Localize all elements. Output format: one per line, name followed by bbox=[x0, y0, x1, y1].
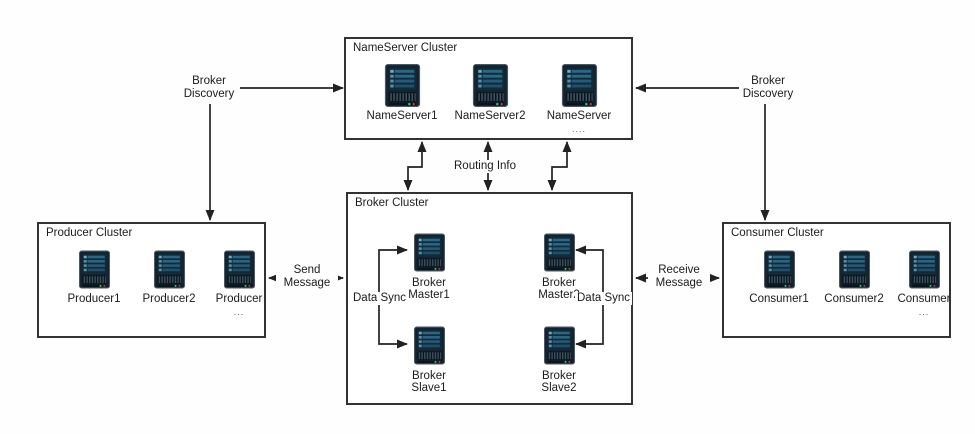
send-message-label: Send Message bbox=[276, 264, 338, 290]
broker-slave1-node: Broker Slave1 bbox=[389, 324, 469, 394]
broker-master2-label: Broker Master2 bbox=[538, 277, 580, 301]
nameserver2-node: NameServer2 bbox=[450, 64, 530, 122]
broker-discovery-right-label: Broker Discovery bbox=[742, 75, 794, 100]
producer-n-node: Producer ... bbox=[199, 249, 264, 317]
server-icon bbox=[384, 64, 421, 107]
routing-info-label: Routing Info bbox=[452, 160, 519, 173]
broker-master1-label: Broker Master1 bbox=[408, 277, 450, 301]
receive-message-label: Receive Message bbox=[648, 264, 710, 290]
broker-master1-node: Broker Master1 bbox=[389, 231, 469, 301]
server-icon bbox=[154, 249, 185, 290]
producer2-node: Producer2 bbox=[129, 249, 209, 305]
server-icon bbox=[414, 231, 445, 274]
nameserver-cluster-box: NameServer Cluster NameServer1 NameServe… bbox=[344, 37, 633, 140]
consumer1-label: Consumer1 bbox=[749, 293, 809, 305]
consumer-n-label: Consumer bbox=[897, 293, 951, 305]
broker-slave2-label: Broker Slave2 bbox=[541, 370, 577, 394]
nameserver1-label: NameServer1 bbox=[366, 110, 438, 122]
arrow-routing-left bbox=[403, 141, 427, 191]
consumer-ellipsis: ... bbox=[918, 307, 930, 317]
broker-slave1-label: Broker Slave1 bbox=[411, 370, 447, 394]
server-icon bbox=[764, 249, 795, 290]
producer1-label: Producer1 bbox=[67, 293, 121, 305]
producer-cluster-box: Producer Cluster Producer1 Producer2 Pro… bbox=[37, 222, 266, 338]
consumer-cluster-title: Consumer Cluster bbox=[731, 227, 824, 239]
server-icon bbox=[909, 249, 940, 290]
consumer2-label: Consumer2 bbox=[824, 293, 884, 305]
producer-ellipsis: ... bbox=[233, 307, 245, 317]
server-icon bbox=[544, 231, 575, 274]
server-icon bbox=[79, 249, 110, 290]
nameserver-cluster-title: NameServer Cluster bbox=[353, 42, 458, 54]
producer1-node: Producer1 bbox=[54, 249, 134, 305]
producer-cluster-title: Producer Cluster bbox=[46, 227, 133, 239]
consumer2-node: Consumer2 bbox=[814, 249, 894, 305]
broker-slave2-node: Broker Slave2 bbox=[519, 324, 599, 394]
server-icon bbox=[224, 249, 255, 290]
producer2-label: Producer2 bbox=[142, 293, 196, 305]
arrow-routing-right bbox=[547, 141, 572, 191]
data-sync-right-label: Data Sync bbox=[575, 292, 633, 305]
broker-master2-node: Broker Master2 bbox=[519, 231, 599, 301]
consumer1-node: Consumer1 bbox=[739, 249, 819, 305]
server-icon bbox=[472, 64, 509, 107]
broker-discovery-left-label: Broker Discovery bbox=[183, 75, 235, 100]
broker-cluster-title: Broker Cluster bbox=[355, 197, 429, 209]
server-icon bbox=[839, 249, 870, 290]
nameserver-n-node: NameServer .... bbox=[539, 64, 619, 134]
server-icon bbox=[561, 64, 598, 107]
nameserver2-label: NameServer2 bbox=[454, 110, 526, 122]
consumer-n-node: Consumer ... bbox=[884, 249, 951, 317]
server-icon bbox=[544, 324, 575, 367]
consumer-cluster-box: Consumer Cluster Consumer1 Consumer2 Con… bbox=[722, 222, 951, 338]
producer-n-label: Producer bbox=[215, 293, 263, 305]
server-icon bbox=[414, 324, 445, 367]
nameserver1-node: NameServer1 bbox=[362, 64, 442, 122]
nameserver-n-label: NameServer bbox=[546, 110, 612, 122]
data-sync-left-label: Data Sync bbox=[351, 292, 409, 305]
nameserver-ellipsis: .... bbox=[571, 124, 586, 134]
